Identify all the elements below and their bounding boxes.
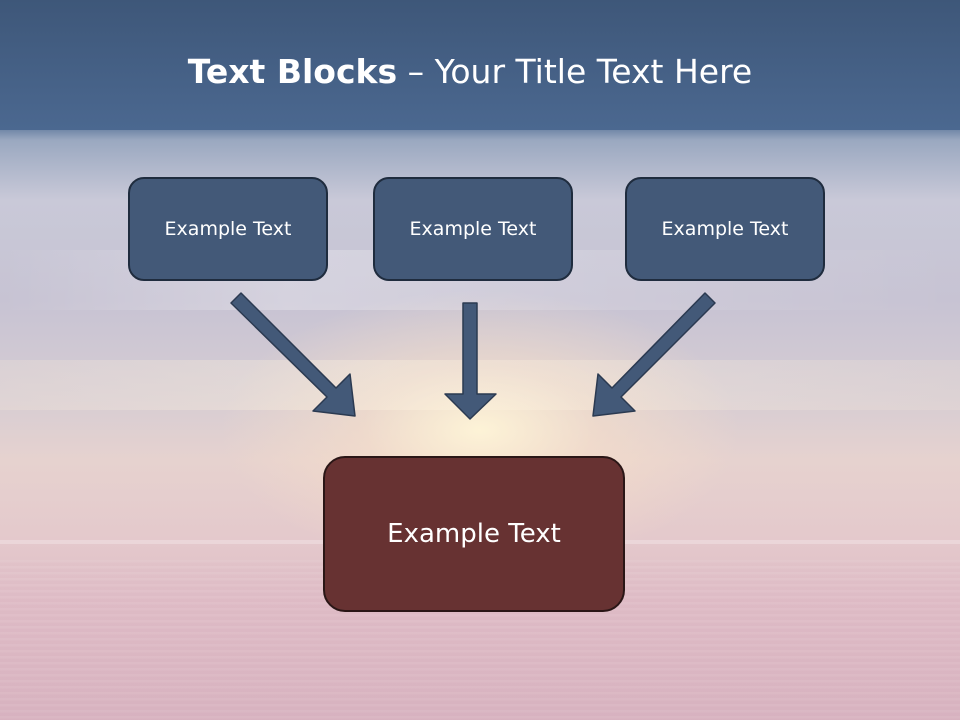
bottom-text-box: Example Text [323,456,625,612]
slide-title: Text Blocks – Your Title Text Here [0,52,950,91]
top-text-box-1: Example Text [128,177,328,281]
top-text-box-label: Example Text [164,218,292,240]
title-rest: – Your Title Text Here [397,52,753,91]
title-bar [0,0,960,130]
title-bold: Text Blocks [187,52,398,91]
arrow-left-icon [230,292,356,417]
bottom-text-box-label: Example Text [387,519,561,549]
top-text-box-label: Example Text [661,218,789,240]
top-text-box-3: Example Text [625,177,825,281]
arrow-center-icon [444,302,497,420]
top-text-box-label: Example Text [409,218,537,240]
arrow-right-icon [592,292,716,417]
top-text-box-2: Example Text [373,177,573,281]
